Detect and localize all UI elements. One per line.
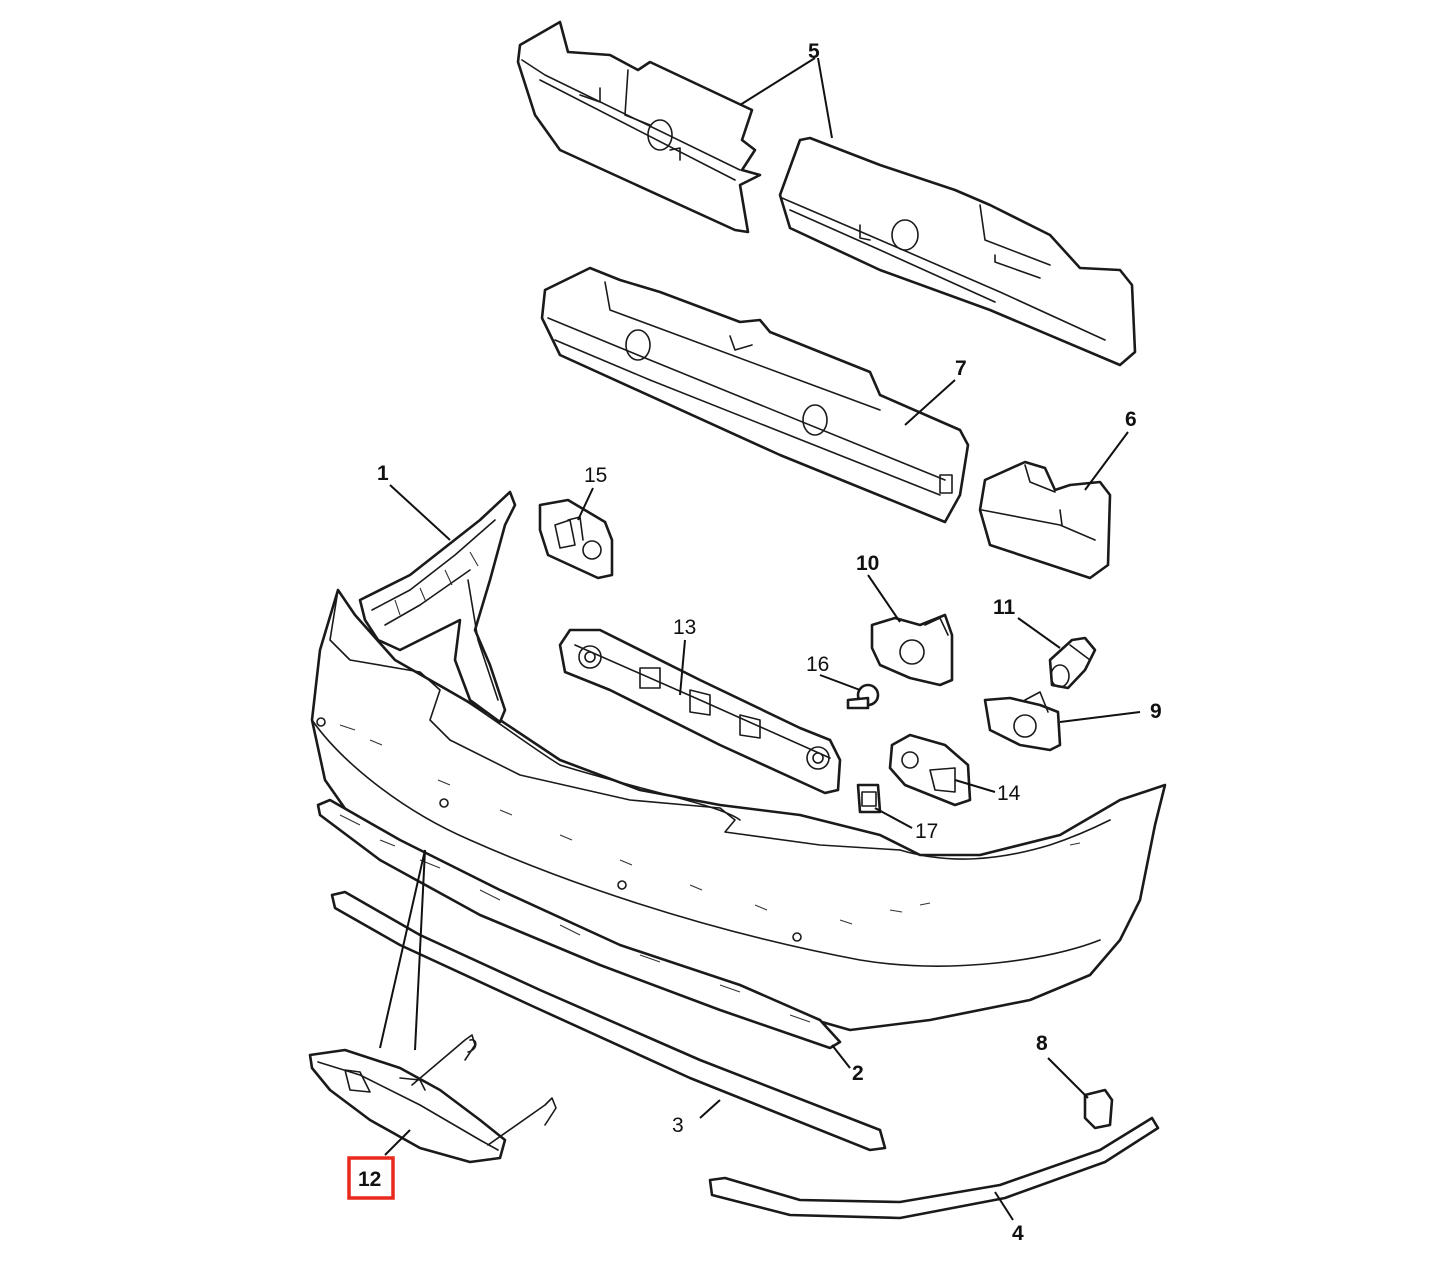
leader-12b — [414, 849, 426, 1051]
callout-13[interactable]: 13 — [673, 616, 696, 639]
leader-14 — [954, 779, 996, 793]
part-8-clip[interactable] — [1083, 1088, 1114, 1130]
callout-12-highlight[interactable]: 12 — [347, 1156, 395, 1200]
leader-15 — [577, 487, 594, 521]
callout-12[interactable]: 12 — [358, 1168, 381, 1191]
leader-10 — [867, 574, 901, 623]
callout-labels: 5 7 6 1 15 10 11 13 16 9 14 17 2 3 8 4 — [377, 40, 1162, 1245]
part-11-sensor[interactable] — [1048, 636, 1097, 690]
leader-5a — [739, 57, 816, 106]
callout-8[interactable]: 8 — [1036, 1032, 1048, 1055]
leader-6 — [1084, 431, 1129, 491]
callout-9[interactable]: 9 — [1150, 700, 1162, 723]
part-4-curved-strip[interactable] — [708, 1116, 1160, 1220]
leader-17 — [874, 807, 913, 829]
leader-5b — [817, 57, 833, 139]
part-17-clip[interactable] — [856, 783, 882, 814]
leader-11 — [1017, 617, 1061, 649]
part-5-right-absorber[interactable] — [778, 136, 1137, 367]
callout-5[interactable]: 5 — [808, 40, 820, 63]
callout-16[interactable]: 16 — [806, 653, 829, 676]
callout-17[interactable]: 17 — [915, 820, 938, 843]
leader-2 — [831, 1044, 851, 1069]
callout-7[interactable]: 7 — [955, 357, 967, 380]
leader-1 — [389, 484, 451, 541]
part-13-center-bracket[interactable] — [558, 628, 842, 795]
part-6-corner-absorber[interactable] — [978, 460, 1112, 580]
part-7-center-absorber[interactable] — [540, 266, 970, 524]
callout-3[interactable]: 3 — [672, 1114, 684, 1137]
leader-9 — [1059, 711, 1141, 723]
part-14-bracket[interactable] — [888, 733, 972, 807]
part-2-lower-strip[interactable] — [316, 798, 842, 1050]
leader-12a — [379, 849, 426, 1049]
callout-6[interactable]: 6 — [1125, 408, 1137, 431]
callout-1[interactable]: 1 — [377, 462, 389, 485]
callout-14[interactable]: 14 — [997, 782, 1021, 805]
callout-10[interactable]: 10 — [856, 552, 879, 575]
callout-15[interactable]: 15 — [584, 464, 607, 487]
part-9-sensor-holder[interactable] — [983, 691, 1062, 752]
callout-4[interactable]: 4 — [1012, 1222, 1024, 1245]
leader-12c — [384, 1129, 411, 1156]
leader-4 — [994, 1191, 1014, 1221]
part-10-sensor-holder[interactable] — [870, 613, 954, 687]
part-12-tow-hook-cover[interactable] — [308, 1034, 557, 1164]
part-16-clip[interactable] — [846, 683, 880, 710]
callout-11[interactable]: 11 — [993, 596, 1016, 619]
leader-lines — [379, 57, 1141, 1221]
part-1-bumper-cover[interactable] — [310, 490, 1167, 1032]
leader-7 — [904, 379, 956, 426]
leader-3 — [699, 1099, 721, 1119]
callout-2[interactable]: 2 — [852, 1062, 864, 1085]
leader-8 — [1047, 1057, 1089, 1099]
highlight-box — [347, 1156, 395, 1200]
leader-16 — [819, 674, 861, 691]
leader-13 — [679, 639, 686, 696]
part-5-left-absorber[interactable] — [516, 20, 762, 234]
part-15-bracket[interactable] — [538, 498, 614, 580]
